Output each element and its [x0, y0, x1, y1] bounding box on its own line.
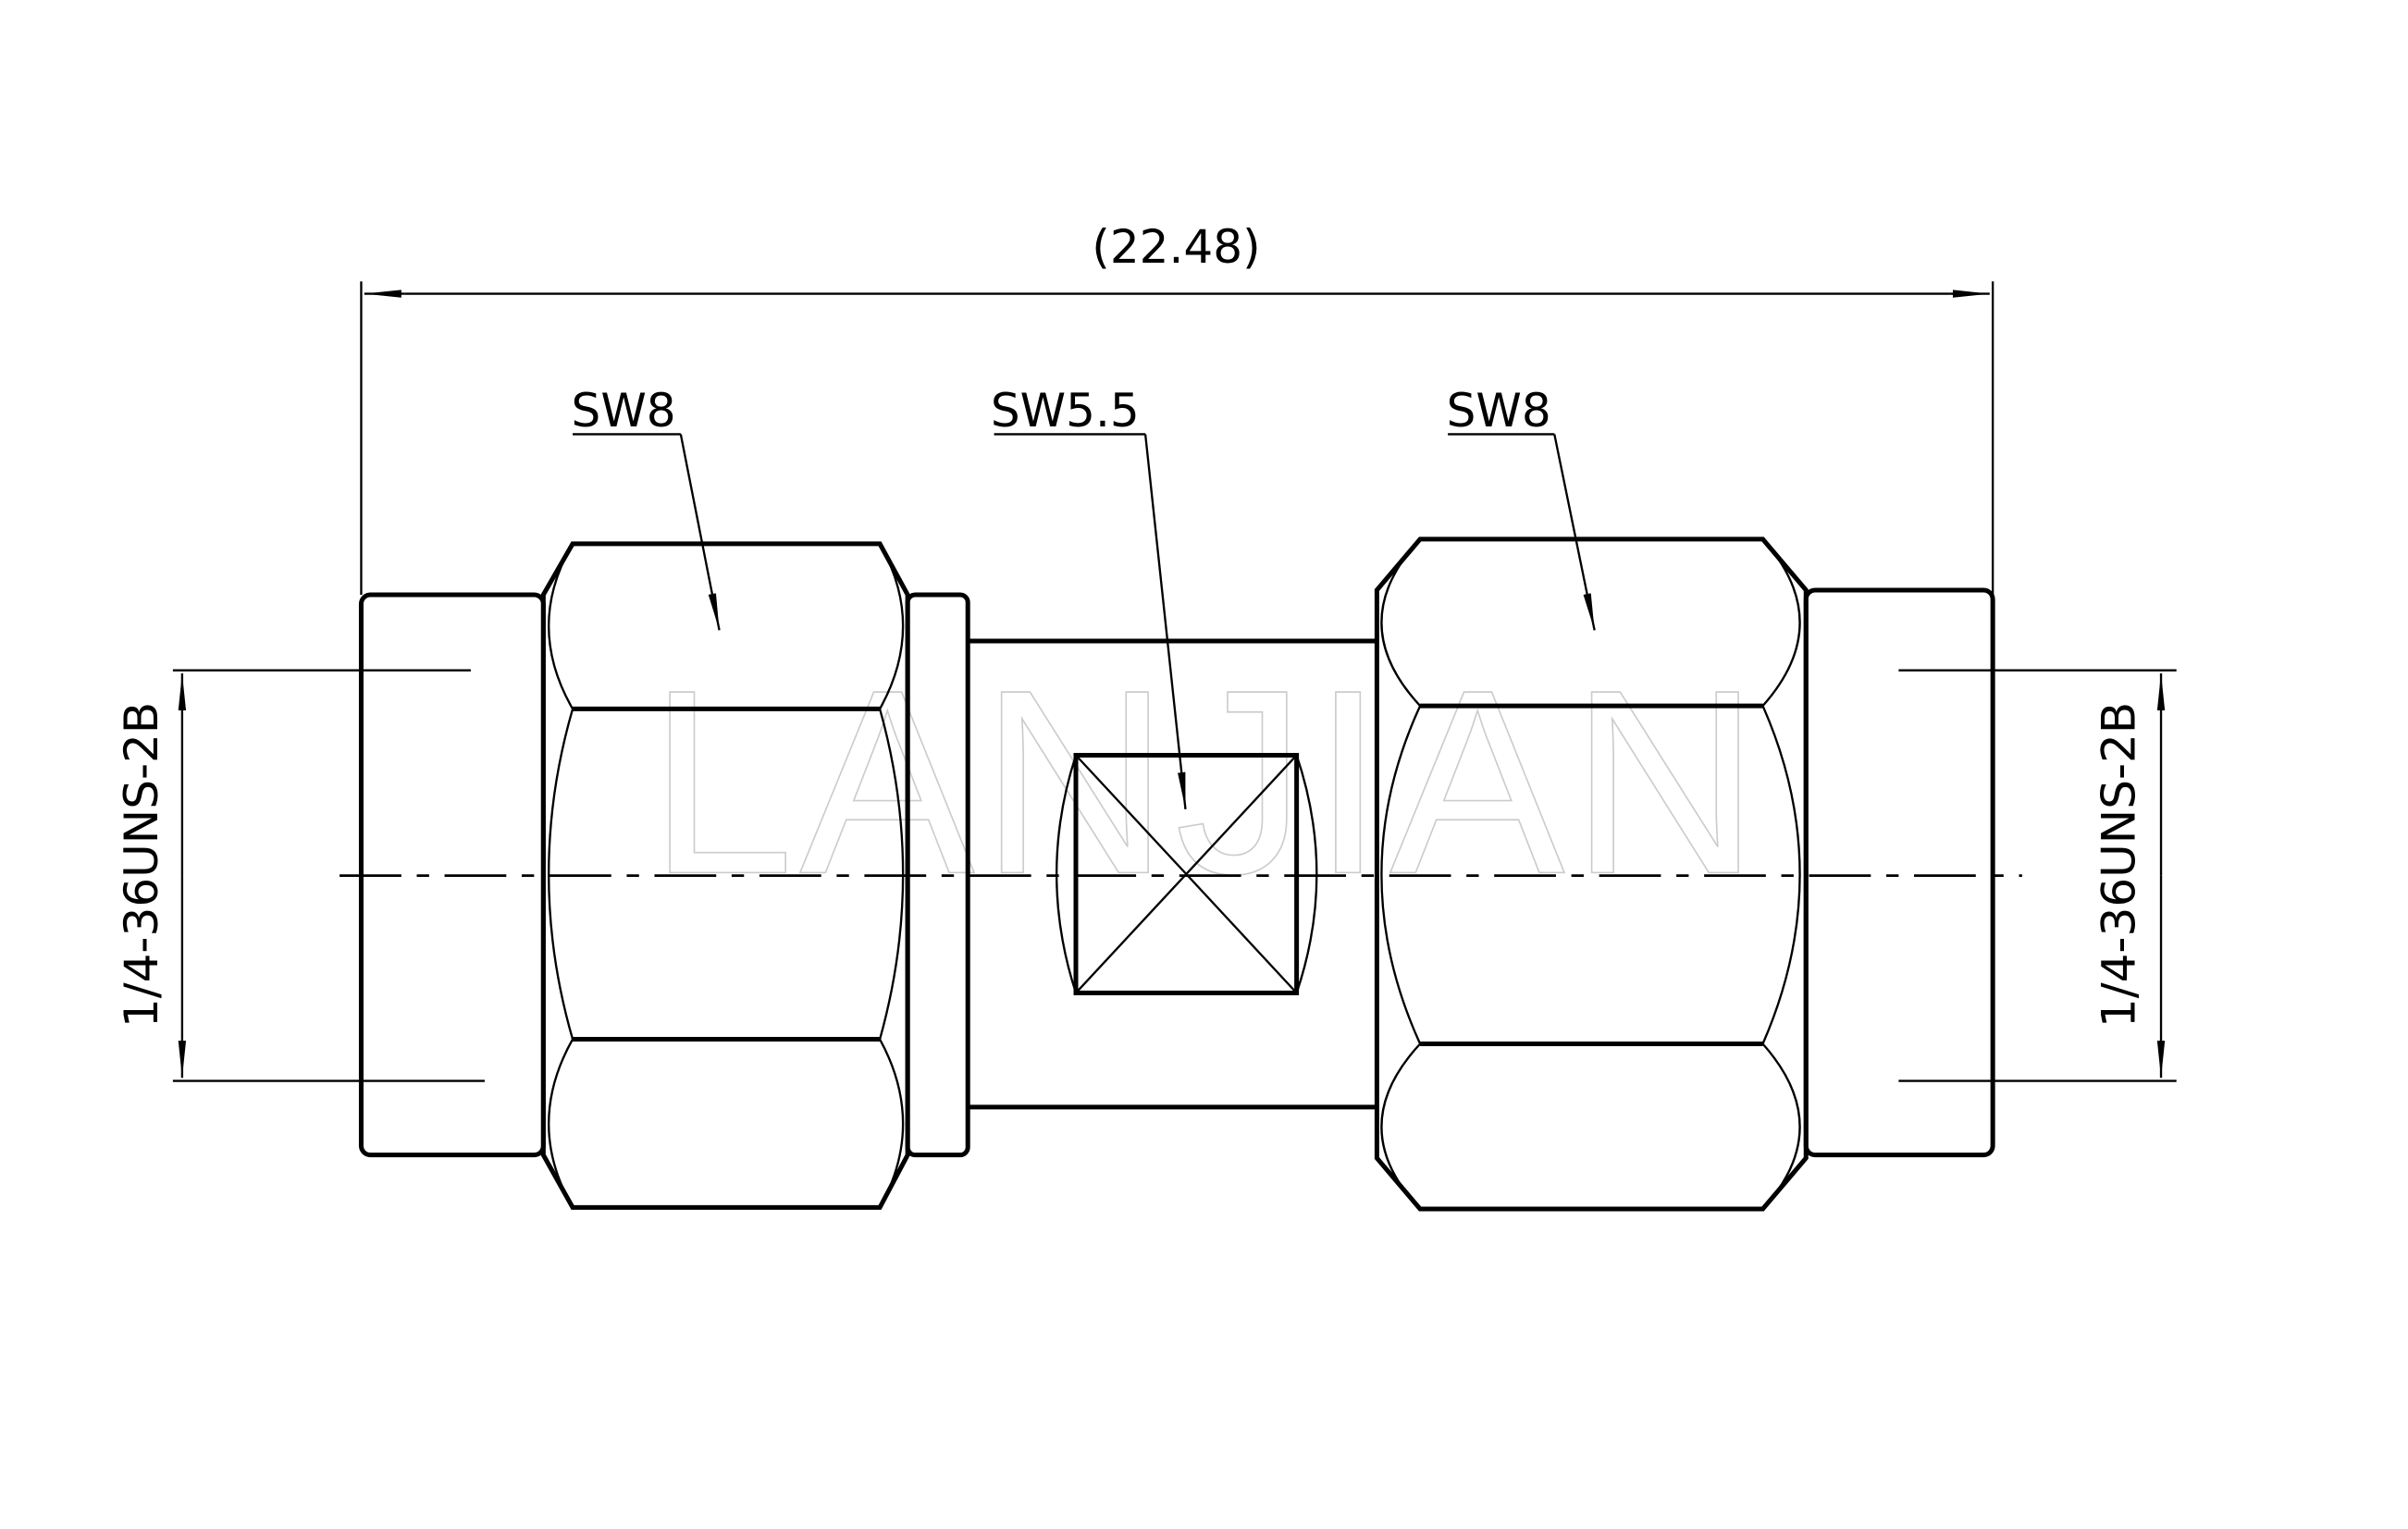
wrench-flat	[1073, 752, 1300, 995]
right-hex-nut	[1374, 536, 1809, 1212]
callout-right-hex: SW8	[1447, 384, 1596, 631]
left-thread-label: 1/4-36UNS-2B	[115, 702, 168, 1028]
left-hex-nut	[540, 541, 910, 1210]
watermark: LANJIAN	[648, 635, 1760, 929]
center-flats-label: SW5.5	[991, 384, 1140, 438]
callout-center-flats: SW5.5	[991, 384, 1187, 810]
right-hex-label: SW8	[1447, 384, 1551, 438]
callout-left-hex: SW8	[572, 384, 721, 631]
right-thread-label: 1/4-36UNS-2B	[2093, 702, 2146, 1028]
right-thread-dimension: 1/4-36UNS-2B	[1898, 669, 2177, 1082]
left-thread-dimension: 1/4-36UNS-2B	[115, 669, 485, 1082]
overall-dimension: (22.48)	[360, 220, 1994, 595]
left-hex-label: SW8	[572, 384, 676, 438]
overall-length-label: (22.48)	[1092, 220, 1260, 274]
center-body	[968, 638, 1377, 1110]
right-plug-body	[1803, 587, 1995, 1158]
